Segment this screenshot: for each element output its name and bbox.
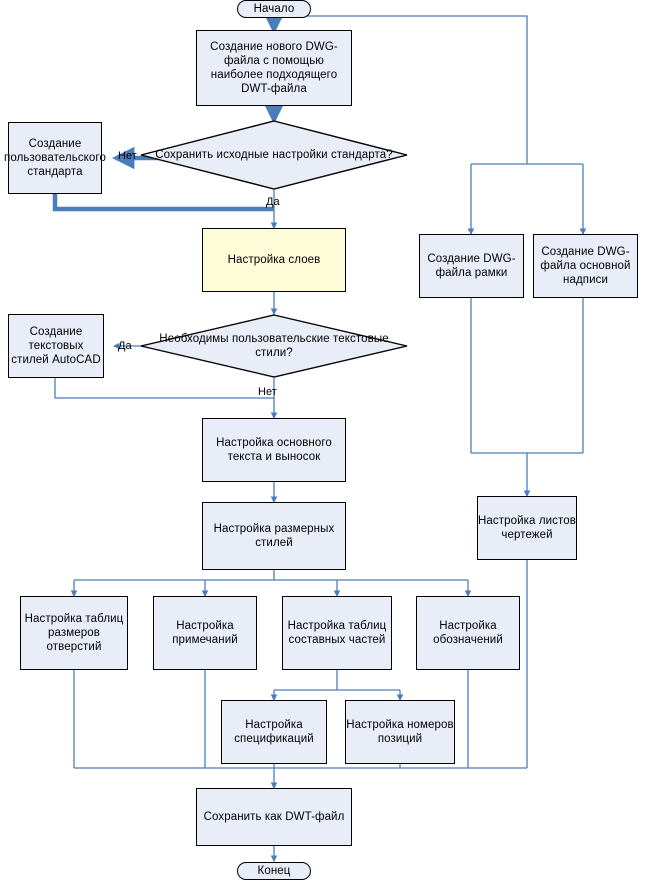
node-end-label: Конец (257, 865, 291, 877)
node-dim-styles[interactable]: Настройка размерных стилей (202, 502, 346, 570)
node-keep-defaults[interactable]: Сохранить исходные настройки стандарта? (140, 120, 408, 190)
node-specs[interactable]: Настройка спецификаций (221, 700, 327, 764)
edge-label-keep-defaults-yes: Да (266, 196, 280, 208)
node-layers[interactable]: Настройка слоев (202, 228, 346, 292)
node-parts-tables-label: Настройка таблиц составных частей (287, 620, 387, 646)
node-hole-tables[interactable]: Настройка таблиц размеров отверстий (20, 596, 128, 670)
node-save-dwt[interactable]: Сохранить как DWT-файл (196, 788, 352, 846)
node-balloons-label: Настройка номеров позиций (346, 719, 454, 745)
edge-text-styles-return (54, 378, 274, 399)
edge-label-need-text-styles-yes: Да (118, 340, 132, 352)
node-main-text-label: Настройка основного текста и выносок (216, 437, 332, 463)
edge-custom-standard-return (52, 194, 274, 212)
node-layers-label: Настройка слоев (227, 254, 321, 266)
node-symbols-label: Настройка обозначений (433, 620, 503, 646)
node-need-text-styles-label: Необходимы пользовательские текстовые ст… (159, 333, 389, 359)
node-sheets-label: Настройка листов чертежей (478, 515, 576, 541)
node-custom-standard-label: Создание пользовательского стандарта (4, 138, 106, 178)
node-balloons[interactable]: Настройка номеров позиций (345, 700, 455, 764)
node-hole-tables-label: Настройка таблиц размеров отверстий (24, 613, 124, 653)
node-specs-label: Настройка спецификаций (234, 719, 314, 745)
node-save-dwt-label: Сохранить как DWT-файл (203, 811, 345, 823)
node-start-label: Начало (253, 3, 295, 15)
node-need-text-styles[interactable]: Необходимы пользовательские текстовые ст… (140, 314, 408, 378)
decision-shape (140, 314, 408, 378)
node-notes-label: Настройка примечаний (172, 620, 238, 646)
node-custom-standard[interactable]: Создание пользовательского стандарта (4, 122, 106, 194)
node-frame-dwg-label: Создание DWG-файла рамки (427, 253, 516, 279)
node-end[interactable]: Конец (237, 862, 311, 880)
node-start[interactable]: Начало (237, 0, 311, 18)
edge-label-keep-defaults-no: Нет (118, 150, 137, 162)
node-parts-tables[interactable]: Настройка таблиц составных частей (282, 596, 392, 670)
node-titleblock-dwg[interactable]: Создание DWG-файла основной надписи (533, 234, 638, 298)
decision-shape (140, 120, 408, 190)
node-titleblock-dwg-label: Создание DWG-файла основной надписи (540, 246, 631, 286)
node-keep-defaults-label: Сохранить исходные настройки стандарта? (155, 149, 393, 161)
node-create-dwg-label: Создание нового DWG-файла с помощью наиб… (210, 41, 338, 95)
node-sheets[interactable]: Настройка листов чертежей (477, 496, 577, 560)
node-frame-dwg[interactable]: Создание DWG-файла рамки (419, 234, 524, 298)
node-main-text[interactable]: Настройка основного текста и выносок (202, 418, 346, 482)
node-autocad-text-styles-label: Создание текстовых стилей AutoCAD (11, 326, 101, 366)
node-dim-styles-label: Настройка размерных стилей (213, 523, 335, 549)
node-symbols[interactable]: Настройка обозначений (416, 596, 520, 670)
node-notes[interactable]: Настройка примечаний (153, 596, 257, 670)
node-autocad-text-styles[interactable]: Создание текстовых стилей AutoCAD (8, 314, 104, 378)
edge-label-need-text-styles-no: Нет (258, 386, 277, 398)
node-create-dwg[interactable]: Создание нового DWG-файла с помощью наиб… (196, 30, 352, 106)
